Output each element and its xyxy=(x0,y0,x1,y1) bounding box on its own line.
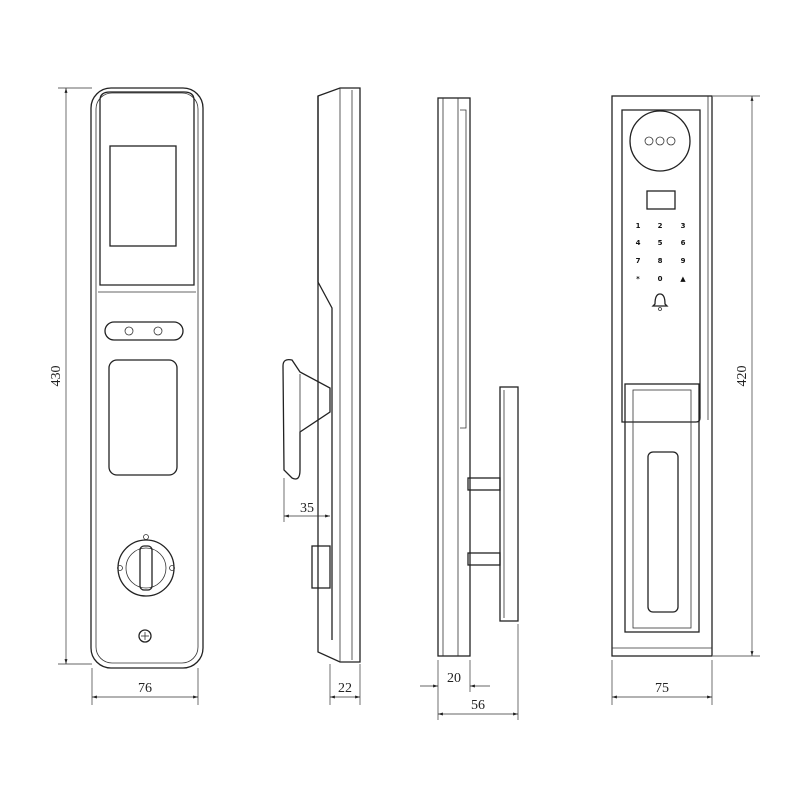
side-knob xyxy=(311,545,331,589)
screw-icon xyxy=(138,629,152,643)
keypad-key: 5 xyxy=(658,239,663,247)
front-width-label: 76 xyxy=(138,681,152,696)
keypad-key: 1 xyxy=(636,222,641,230)
front-width-dimension: 76 xyxy=(91,668,199,705)
profile-thickness-label: 20 xyxy=(447,671,461,686)
side-view xyxy=(282,87,361,663)
front-handle xyxy=(108,359,178,476)
back-handle-slot xyxy=(647,451,679,613)
mini-display xyxy=(646,190,676,210)
back-view: 1 2 3 4 5 6 7 8 9 * 0 ▲ xyxy=(611,95,713,657)
bell-icon xyxy=(651,293,669,311)
handle-offset-label: 35 xyxy=(300,501,314,516)
front-view xyxy=(90,87,204,669)
keypad-key: 7 xyxy=(636,257,641,265)
display-screen xyxy=(109,145,177,247)
keypad-key: 9 xyxy=(681,257,686,265)
keypad-key: 3 xyxy=(681,222,686,230)
keypad: 1 2 3 4 5 6 7 8 9 * 0 ▲ xyxy=(636,222,687,283)
back-width-label: 75 xyxy=(655,681,669,696)
keypad-key: 2 xyxy=(658,222,663,230)
keypad-key: * xyxy=(636,275,640,283)
back-height-label: 420 xyxy=(735,366,750,387)
keypad-key: 6 xyxy=(681,239,686,247)
sensor-strip xyxy=(104,321,184,341)
profile-depth-label: 56 xyxy=(471,698,485,713)
side-depth-dimension: 22 xyxy=(329,664,361,705)
front-height-label: 430 xyxy=(49,366,64,387)
camera-module xyxy=(629,110,691,172)
keypad-key: 0 xyxy=(658,275,663,283)
profile-view xyxy=(437,97,519,657)
thumb-turn-knob xyxy=(117,534,175,597)
side-handle xyxy=(282,358,331,480)
keypad-key: 8 xyxy=(658,257,663,265)
back-width-dimension: 75 xyxy=(611,660,713,705)
front-height-dimension: 430 xyxy=(49,87,92,665)
back-height-dimension: 420 xyxy=(713,95,760,657)
profile-thickness-dimension: 20 xyxy=(420,660,490,720)
side-depth-label: 22 xyxy=(338,681,352,696)
keypad-key: 4 xyxy=(636,239,641,247)
handle-offset-dimension: 35 xyxy=(283,478,330,522)
profile-depth-dimension: 56 xyxy=(438,624,519,720)
keypad-key: ▲ xyxy=(680,275,686,283)
profile-handle xyxy=(499,386,519,622)
